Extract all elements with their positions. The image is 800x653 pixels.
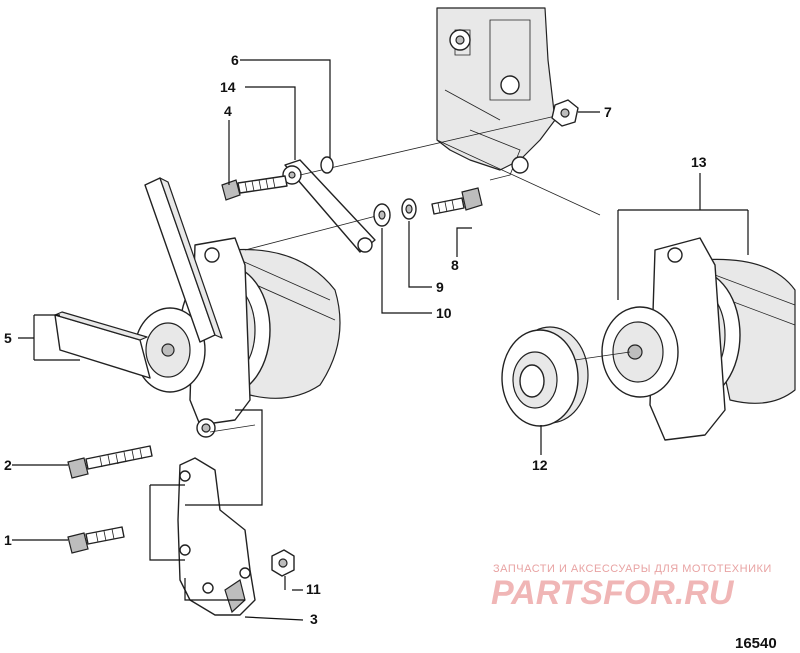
callout-labels: 1 2 3 4 5 6 7 8 9 10 11 12 13 14 — [4, 52, 707, 627]
watermark: ЗАПЧАСТИ И АКСЕССУАРЫ ДЛЯ МОТОТЕХНИКИ PA… — [491, 563, 772, 612]
spacer-6 — [320, 156, 334, 174]
bolt-8 — [431, 187, 483, 215]
watermark-tagline: ЗАПЧАСТИ И АКСЕССУАРЫ ДЛЯ МОТОТЕХНИКИ — [493, 563, 772, 575]
callout-1: 1 — [4, 532, 12, 548]
adjusting-bracket — [282, 159, 376, 253]
bolt-2 — [67, 445, 153, 479]
washer-10 — [373, 203, 391, 227]
figure-number: 16540 — [735, 635, 777, 652]
engine-block — [436, 7, 601, 216]
callout-13: 13 — [691, 154, 707, 170]
callout-12: 12 — [532, 457, 548, 473]
bolt-4 — [221, 175, 288, 201]
mounting-bracket — [177, 457, 256, 616]
callout-4: 4 — [224, 103, 232, 119]
callout-8: 8 — [451, 257, 459, 273]
bolt-1 — [67, 526, 125, 554]
nut-7 — [551, 99, 579, 127]
assembly-axis-middle — [244, 214, 381, 251]
callout-2: 2 — [4, 457, 12, 473]
callout-6: 6 — [231, 52, 239, 68]
alternator-13 — [601, 237, 796, 441]
callout-5: 5 — [4, 330, 12, 346]
leader-lines — [12, 59, 749, 621]
alternator-installed — [134, 237, 341, 438]
assembly-axis-upper — [299, 114, 561, 176]
drive-belt — [54, 177, 223, 379]
watermark-logo: PARTSFOR.RU — [491, 574, 735, 612]
pulley-12 — [501, 326, 631, 427]
callout-14: 14 — [220, 79, 236, 95]
callout-3: 3 — [310, 611, 318, 627]
callout-9: 9 — [436, 279, 444, 295]
nut-11 — [271, 549, 295, 577]
callout-10: 10 — [436, 305, 452, 321]
assembly-axis-lower — [209, 424, 256, 433]
callout-7: 7 — [604, 104, 612, 120]
washer-9 — [401, 198, 417, 220]
callout-11: 11 — [306, 581, 321, 597]
